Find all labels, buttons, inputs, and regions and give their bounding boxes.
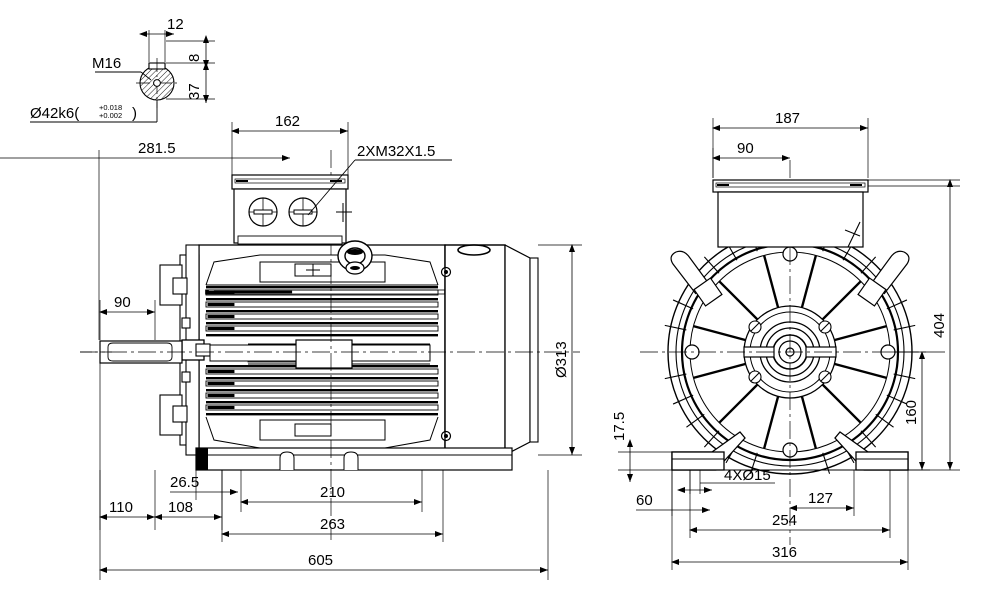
dim-37: 37 — [186, 83, 203, 100]
svg-text:Ø42k6(: Ø42k6( — [30, 105, 79, 122]
dim-162: 162 — [275, 113, 300, 130]
fan-cover-spokes — [693, 255, 887, 449]
dim-26-5: 26.5 — [170, 470, 238, 500]
cooling-fins — [205, 289, 439, 411]
dim-160-text: 160 — [903, 400, 920, 425]
dim-4x15-text: 4XØ15 — [724, 467, 771, 484]
lifting-eye-bolt — [337, 240, 373, 275]
cable-gland-2 — [288, 197, 318, 227]
dim-17-5: 17.5 — [611, 412, 672, 482]
dim-254-text: 254 — [772, 512, 797, 529]
dim-key-width: 12 — [139, 16, 184, 62]
dim-127: 127 — [789, 470, 855, 516]
cable-entry-leader — [307, 159, 452, 216]
dim-90-shaft: 90 — [114, 294, 131, 311]
shaft-section-detail — [136, 58, 178, 108]
frame-bottom-shroud — [205, 416, 439, 449]
dim-108-text: 108 — [168, 499, 193, 516]
dim-12: 12 — [167, 16, 184, 33]
dim-90-end-text: 90 — [737, 140, 754, 157]
shaft-tolerance-label: Ø42k6( +0.018 +0.002 ) — [30, 100, 158, 123]
hub-bolts — [748, 320, 832, 384]
dim-404: 404 — [868, 179, 960, 471]
tolerance-upper: +0.018 — [99, 103, 122, 112]
dim-17-5-text: 17.5 — [611, 412, 628, 441]
fan-cover — [440, 244, 539, 468]
dim-terminal-box-width: 162 — [231, 113, 349, 178]
frame-top-shroud — [205, 254, 439, 286]
mounting-feet — [195, 447, 513, 471]
m16-leader — [95, 71, 152, 81]
fan-cover-vent-top — [457, 244, 491, 256]
lifting-eye-right — [857, 250, 910, 307]
nameplate — [295, 339, 353, 369]
label-m16: M16 — [92, 55, 121, 72]
dim-316-text: 316 — [772, 544, 797, 561]
dim-187-text: 187 — [775, 110, 800, 127]
dim-shaft-extension: 90 — [99, 294, 156, 340]
lifting-eye-left — [670, 250, 723, 307]
dim-605: 605 — [99, 470, 549, 580]
dim-404-text: 404 — [931, 313, 948, 338]
dim-210-text: 210 — [320, 484, 345, 501]
dim-254: 254 — [689, 470, 891, 538]
dim-110-text: 110 — [109, 499, 133, 516]
dim-26-5-text: 26.5 — [170, 474, 199, 491]
dim-60-text: 60 — [636, 492, 653, 509]
rotor-shaft — [209, 344, 431, 362]
dim-313: Ø313 — [553, 341, 570, 378]
dim-263-text: 263 — [320, 516, 345, 533]
end-view-feet — [671, 431, 909, 471]
terminal-box-end — [712, 179, 960, 248]
dim-shaft-height-detail: 37 — [166, 62, 215, 103]
dim-127-text: 127 — [808, 490, 833, 507]
dim-263: 263 — [221, 470, 444, 542]
dim-316: 316 — [671, 470, 909, 570]
dim-8: 8 — [186, 54, 203, 62]
tolerance-main: Ø42k6( — [30, 105, 79, 122]
cable-gland-1 — [248, 197, 278, 227]
side-elevation-view — [80, 150, 580, 540]
terminal-box-side — [231, 174, 352, 245]
dim-210: 210 — [240, 470, 423, 512]
dim-605-text: 605 — [308, 552, 333, 569]
dim-160: 160 — [890, 351, 930, 471]
dim-frame-diameter: Ø313 — [538, 244, 582, 456]
tolerance-lower: +0.002 — [99, 111, 122, 120]
dim-box-center: 281.5 — [0, 140, 290, 340]
dim-90-end: 90 — [712, 140, 790, 178]
dim-281-5: 281.5 — [138, 140, 176, 157]
label-cable-entry: 2XM32X1.5 — [357, 143, 435, 160]
tolerance-close: ) — [132, 105, 137, 122]
drive-end-bracket — [159, 244, 211, 456]
